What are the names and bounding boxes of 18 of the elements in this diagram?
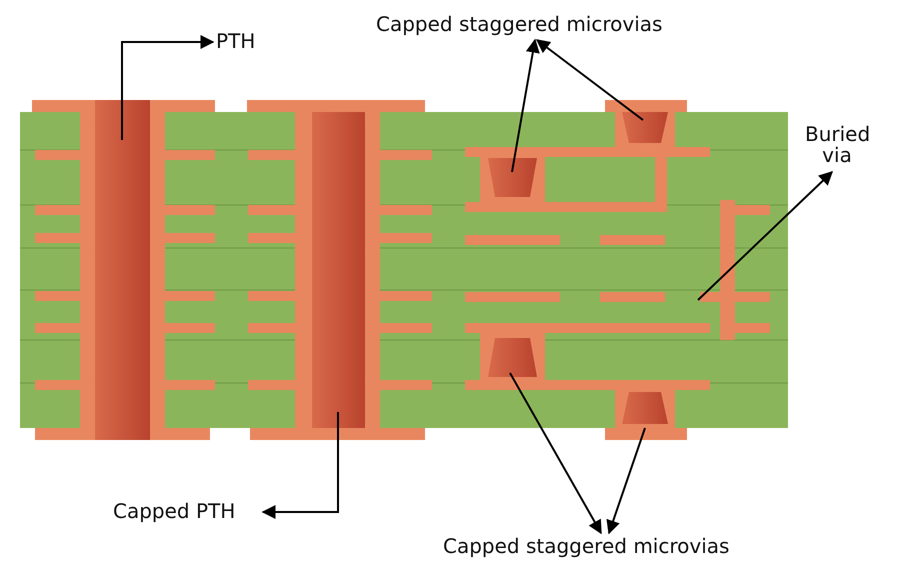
callout-label: PTH (216, 31, 256, 52)
callout-label: Buried via (805, 124, 869, 166)
via-barrel (720, 200, 735, 340)
callout-label: Capped PTH (113, 501, 236, 522)
microvia (488, 158, 537, 197)
leader-line (697, 171, 833, 301)
microvia (488, 338, 537, 377)
leader-line (509, 372, 602, 534)
leader-line (536, 39, 644, 121)
callout-label: Capped staggered microvias (376, 14, 662, 35)
leader-line (511, 38, 540, 172)
microvia (622, 392, 668, 424)
microvia (622, 112, 668, 143)
via-barrel (95, 100, 150, 440)
leader-line (121, 35, 214, 140)
leader-line (262, 412, 339, 519)
callout-label: Capped staggered microvias (443, 536, 730, 557)
via-barrel (312, 112, 365, 428)
